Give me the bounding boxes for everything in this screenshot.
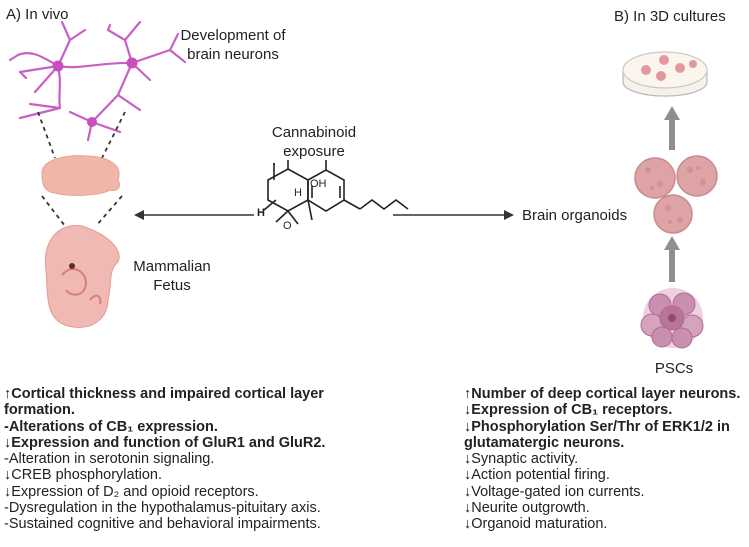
effect-line: ↑Cortical thickness and impaired cortica… xyxy=(4,386,324,402)
neurons-label: Development of brain neurons xyxy=(180,27,286,63)
effect-line: ↓Organoid maturation. xyxy=(464,516,608,533)
in-vivo-effects-list: ↑Cortical thickness and impaired cortica… xyxy=(4,386,384,533)
pscs-label: PSCs xyxy=(654,360,694,377)
effect-line: ↓Phosphorylation Ser/Thr of ERK1/2 in xyxy=(464,418,730,435)
effect-line: ↓Voltage-gated ion currents. xyxy=(464,483,645,500)
molecule-oh-label: OH xyxy=(310,178,327,190)
effect-line: -Alterations of CB₁ expression. xyxy=(4,418,218,435)
organoids-icon xyxy=(634,155,718,234)
effect-line: formation. xyxy=(4,402,75,419)
panel-b-title: B) In 3D cultures xyxy=(614,8,726,25)
arrow-organoids-to-dish xyxy=(664,106,680,150)
effect-line: ↓Action potential firing. xyxy=(464,467,610,484)
effect-line: -Sustained cognitive and behavioral impa… xyxy=(4,516,321,533)
neuron-soma-icon xyxy=(126,57,138,69)
neuron-soma-icon xyxy=(87,117,97,127)
effect-line: glutamatergic neurons. xyxy=(464,434,625,451)
pscs-cluster-icon xyxy=(640,288,704,349)
effect-line: ↓Synaptic activity. xyxy=(464,451,579,468)
arrow-pscs-to-organoids xyxy=(664,236,680,282)
fetus-icon xyxy=(44,225,120,328)
effect-line: ↓CREB phosphorylation. xyxy=(4,467,162,484)
effect-line: -Alteration in serotonin signaling. xyxy=(4,451,215,468)
effect-line: -Dysregulation in the hypothalamus-pitui… xyxy=(4,500,321,517)
cannabinoid-molecule-icon xyxy=(263,160,409,225)
neurons-illustration xyxy=(8,20,187,142)
effect-line: ↓Expression and function of GluR1 and Gl… xyxy=(4,434,326,451)
effect-line: ↑Number of deep cortical layer neurons. xyxy=(464,386,741,402)
molecule-h-label: H xyxy=(257,207,265,219)
brain-icon xyxy=(41,155,121,196)
neuron-soma-icon xyxy=(52,60,64,72)
organoids-label: Brain organoids xyxy=(522,207,628,224)
culture-effects-list: ↑Number of deep cortical layer neurons. … xyxy=(464,386,748,533)
fetus-label: Mammalian Fetus xyxy=(133,258,211,294)
arrow-to-fetus xyxy=(134,210,254,220)
molecule-h-label: H xyxy=(294,187,302,199)
molecule-o-label: O xyxy=(283,220,292,232)
effect-line: ↓Neurite outgrowth. xyxy=(464,500,590,517)
effect-line: ↓Expression of D₂ and opioid receptors. xyxy=(4,483,259,500)
petri-dish-icon xyxy=(622,51,708,97)
arrow-to-organoids xyxy=(393,210,514,220)
effect-line: ↓Expression of CB₁ receptors. xyxy=(464,402,673,419)
exposure-label: Cannabinoid exposure xyxy=(271,124,357,160)
panel-a-title: A) In vivo xyxy=(6,6,69,23)
